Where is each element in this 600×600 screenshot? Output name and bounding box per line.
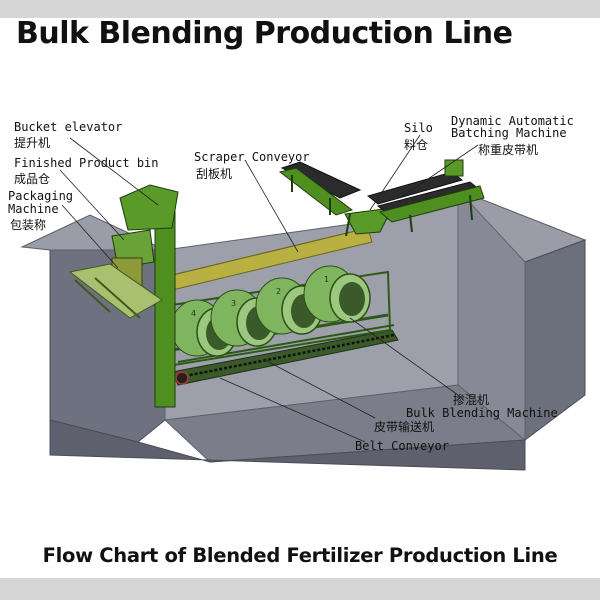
label-silo-cn: 料仓: [404, 138, 428, 152]
mixer-drum-1: 1: [303, 265, 371, 323]
label-bucket-elevator-cn: 提升机: [14, 135, 50, 150]
label-batching-cn: 称重皮带机: [478, 143, 538, 157]
label-batching-2: Batching Machine: [451, 126, 567, 140]
label-packaging-cn: 包装称: [10, 218, 46, 232]
ground-front-face: [49, 419, 526, 471]
batching-hopper: [444, 159, 464, 177]
label-batching-1: Dynamic Automatic: [451, 114, 574, 128]
label-scraper-cn: 刮板机: [196, 167, 232, 181]
mixer-number-1: 1: [324, 275, 329, 284]
label-scraper: Scraper Conveyor: [194, 150, 310, 164]
mixer-number-3: 3: [231, 299, 236, 308]
batching-belt-left-frame: [278, 167, 354, 216]
label-packaging-2: Machine: [8, 202, 59, 216]
bottom-band: [0, 578, 600, 600]
page-title: Bulk Blending Production Line: [16, 16, 513, 51]
label-belt: Belt Conveyor: [355, 439, 449, 453]
silo-hopper: [344, 207, 393, 235]
label-belt-cn: 皮带输送机: [374, 419, 434, 434]
batching-belt-right-frame: [378, 185, 485, 223]
label-silo: Silo: [404, 121, 433, 135]
packaging-table: [68, 263, 163, 319]
label-blending-cn: 掺混机: [453, 392, 489, 407]
label-finished-bin-cn: 成品仓: [14, 172, 50, 186]
mixer-number-2: 2: [276, 287, 281, 296]
page-subtitle: Flow Chart of Blended Fertilizer Product…: [42, 544, 558, 567]
label-finished-bin: Finished Product bin: [14, 156, 159, 170]
label-bucket-elevator: Bucket elevator: [14, 120, 122, 134]
top-band: [0, 0, 600, 18]
elevator-head: [119, 184, 179, 231]
leader-lines: [59, 134, 479, 443]
mixer-number-4: 4: [191, 309, 196, 318]
label-packaging-1: Packaging: [8, 189, 73, 203]
label-blending: Bulk Blending Machine: [406, 406, 558, 420]
